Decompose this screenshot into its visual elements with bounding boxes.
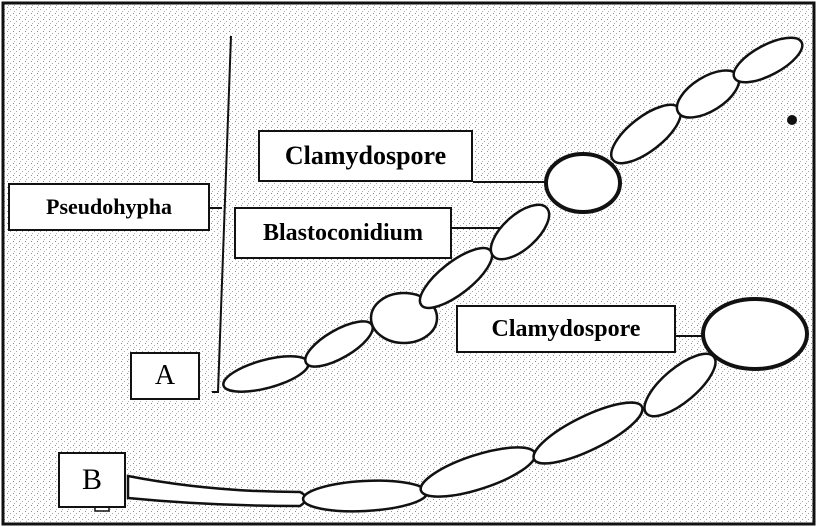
figure-frame [3, 3, 814, 524]
clamydospore-cell [546, 154, 620, 212]
clamydospore-cell [703, 299, 807, 369]
label-panel-a: A [130, 352, 200, 400]
speck-dot [787, 115, 797, 125]
label-clamydospore-upper: Clamydospore [258, 130, 473, 182]
label-blastoconidium: Blastoconidium [234, 207, 452, 259]
label-panel-b: B [58, 452, 126, 508]
label-clamydospore-lower: Clamydospore [456, 305, 676, 353]
label-pseudohypha: Pseudohypha [8, 183, 210, 231]
